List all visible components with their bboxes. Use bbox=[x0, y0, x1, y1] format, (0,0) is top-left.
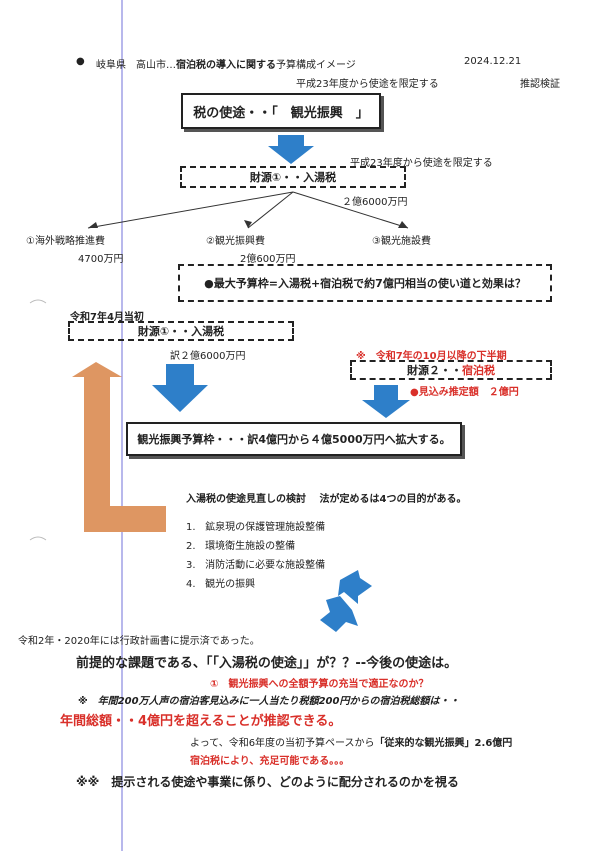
cycle-arrow-icon bbox=[338, 570, 372, 604]
header-title-bold: 宿泊税の導入に関する bbox=[176, 60, 276, 71]
header-title: 岐阜県 高山市…宿泊税の導入に関する予算構成イメージ bbox=[96, 56, 356, 71]
branch-arrowhead bbox=[398, 221, 408, 228]
branch-amount-2: 2億600万円 bbox=[240, 254, 296, 265]
review-item-num: 3. bbox=[186, 560, 196, 571]
branch-arrowhead bbox=[88, 222, 98, 228]
bottom-line-6-prefix: よって、令和6年度の当初予算ペースから bbox=[190, 738, 375, 749]
review-item-text: 消防活動に必要な施設整備 bbox=[205, 560, 326, 571]
max-budget-box: ●最大予算枠=入湯税+宿泊税で約7億円相当の使い道と効果は？ bbox=[178, 264, 552, 302]
branch-line-2 bbox=[247, 191, 294, 229]
verify-label: 推認検証 bbox=[520, 79, 560, 90]
reiwa7-header: 令和7年4月当初 bbox=[70, 312, 144, 323]
bottom-line-6-bold: 「従来的な観光振興」2.6億円 bbox=[374, 738, 513, 749]
branch-label-1: ①海外戦略推進費 bbox=[26, 236, 105, 247]
estimate-label: ●見込み推定額 ２億円 bbox=[410, 387, 519, 398]
punch-mark bbox=[29, 536, 47, 541]
header-title-prefix: 岐阜県 高山市… bbox=[96, 60, 176, 71]
review-item-text: 観光の振興 bbox=[205, 579, 256, 590]
branch-label-3: ③観光施設費 bbox=[372, 236, 431, 247]
second-half-box: 財源２・・宿泊税 bbox=[350, 360, 552, 380]
header-sub-note: 平成23年度から使途を限定する bbox=[296, 79, 439, 90]
bottom-line-6: よって、令和6年度の当初予算ペースから「従来的な観光振興」2.6億円 bbox=[190, 734, 512, 749]
review-item: 1. 鉱泉現の保護管理施設整備 bbox=[186, 518, 325, 533]
branch-amount-1: 4700万円 bbox=[78, 254, 124, 265]
punch-mark bbox=[29, 299, 47, 304]
reiwa7-box: 財源①・・入湯税 bbox=[68, 321, 294, 341]
review-item: 2. 環境衛生施設の整備 bbox=[186, 537, 295, 552]
branch-line-1 bbox=[87, 191, 294, 229]
bottom-line-5: 年間総額・・4億円を超えることが推認できる。 bbox=[60, 714, 342, 729]
review-item-num: 2. bbox=[186, 541, 196, 552]
bottom-line-2: 前提的な課題である、「「入湯税の使途」」が？？--今後の使途は。 bbox=[76, 656, 458, 671]
review-item-num: 1. bbox=[186, 522, 196, 533]
cycle-arrow-icon bbox=[320, 596, 358, 632]
review-item: 4. 観光の振興 bbox=[186, 575, 255, 590]
header-bullet: ● bbox=[76, 56, 85, 67]
budget-frame-box: 観光振興予算枠・・・訳4億円から４億5000万円へ拡大する。 bbox=[126, 422, 462, 456]
bottom-line-3: ① 観光振興への全額予算の充当で適正なのか？ bbox=[210, 679, 429, 690]
header-date: 2024.12.21 bbox=[464, 56, 522, 67]
second-half-label-red: 宿泊税 bbox=[462, 364, 495, 377]
second-half-label: 財源２・・ bbox=[407, 364, 462, 377]
source1-box: 財源①・・入湯税 bbox=[180, 166, 406, 188]
header-title-suffix: 予算構成イメージ bbox=[276, 60, 356, 71]
down-arrow-icon bbox=[362, 385, 410, 418]
down-arrow-icon bbox=[152, 364, 208, 412]
review-item-text: 環境衛生施設の整備 bbox=[205, 541, 296, 552]
use-box: 税の使途・・「 観光振興 」 bbox=[181, 93, 381, 129]
bottom-line-8: ※※ 提示される使途や事業に係り、どのように配分されるのかを視る bbox=[76, 775, 459, 789]
branch-arrowhead bbox=[244, 220, 252, 228]
bottom-line-7: 宿泊税により、充足可能である。。。 bbox=[190, 756, 350, 767]
bottom-line-4: ※ 年間200万人声の宿泊客見込みに一人当たり税額200円からの宿泊税総額は・・ bbox=[78, 696, 460, 707]
review-title: 入湯税の使途見直しの検討 法が定めるは4つの目的がある。 bbox=[186, 494, 467, 505]
review-item: 3. 消防活動に必要な施設整備 bbox=[186, 556, 325, 571]
down-arrow-icon bbox=[268, 135, 314, 164]
second-half-note: ※ 令和7年の10月以降の下半期 bbox=[356, 351, 507, 362]
review-item-num: 4. bbox=[186, 579, 196, 590]
bottom-line-1: 令和2年・2020年には行政計画書に提示済であった。 bbox=[18, 636, 260, 647]
review-item-text: 鉱泉現の保護管理施設整備 bbox=[205, 522, 326, 533]
reiwa7-amount: 訳２億6000万円 bbox=[170, 351, 246, 362]
source1-note: 平成23年度から使途を限定する bbox=[350, 158, 493, 169]
source1-amount: ２億6000万円 bbox=[342, 197, 408, 208]
branch-label-2: ②観光振興費 bbox=[206, 236, 265, 247]
branch-line-3 bbox=[292, 191, 409, 229]
return-arrow-icon bbox=[72, 362, 166, 532]
